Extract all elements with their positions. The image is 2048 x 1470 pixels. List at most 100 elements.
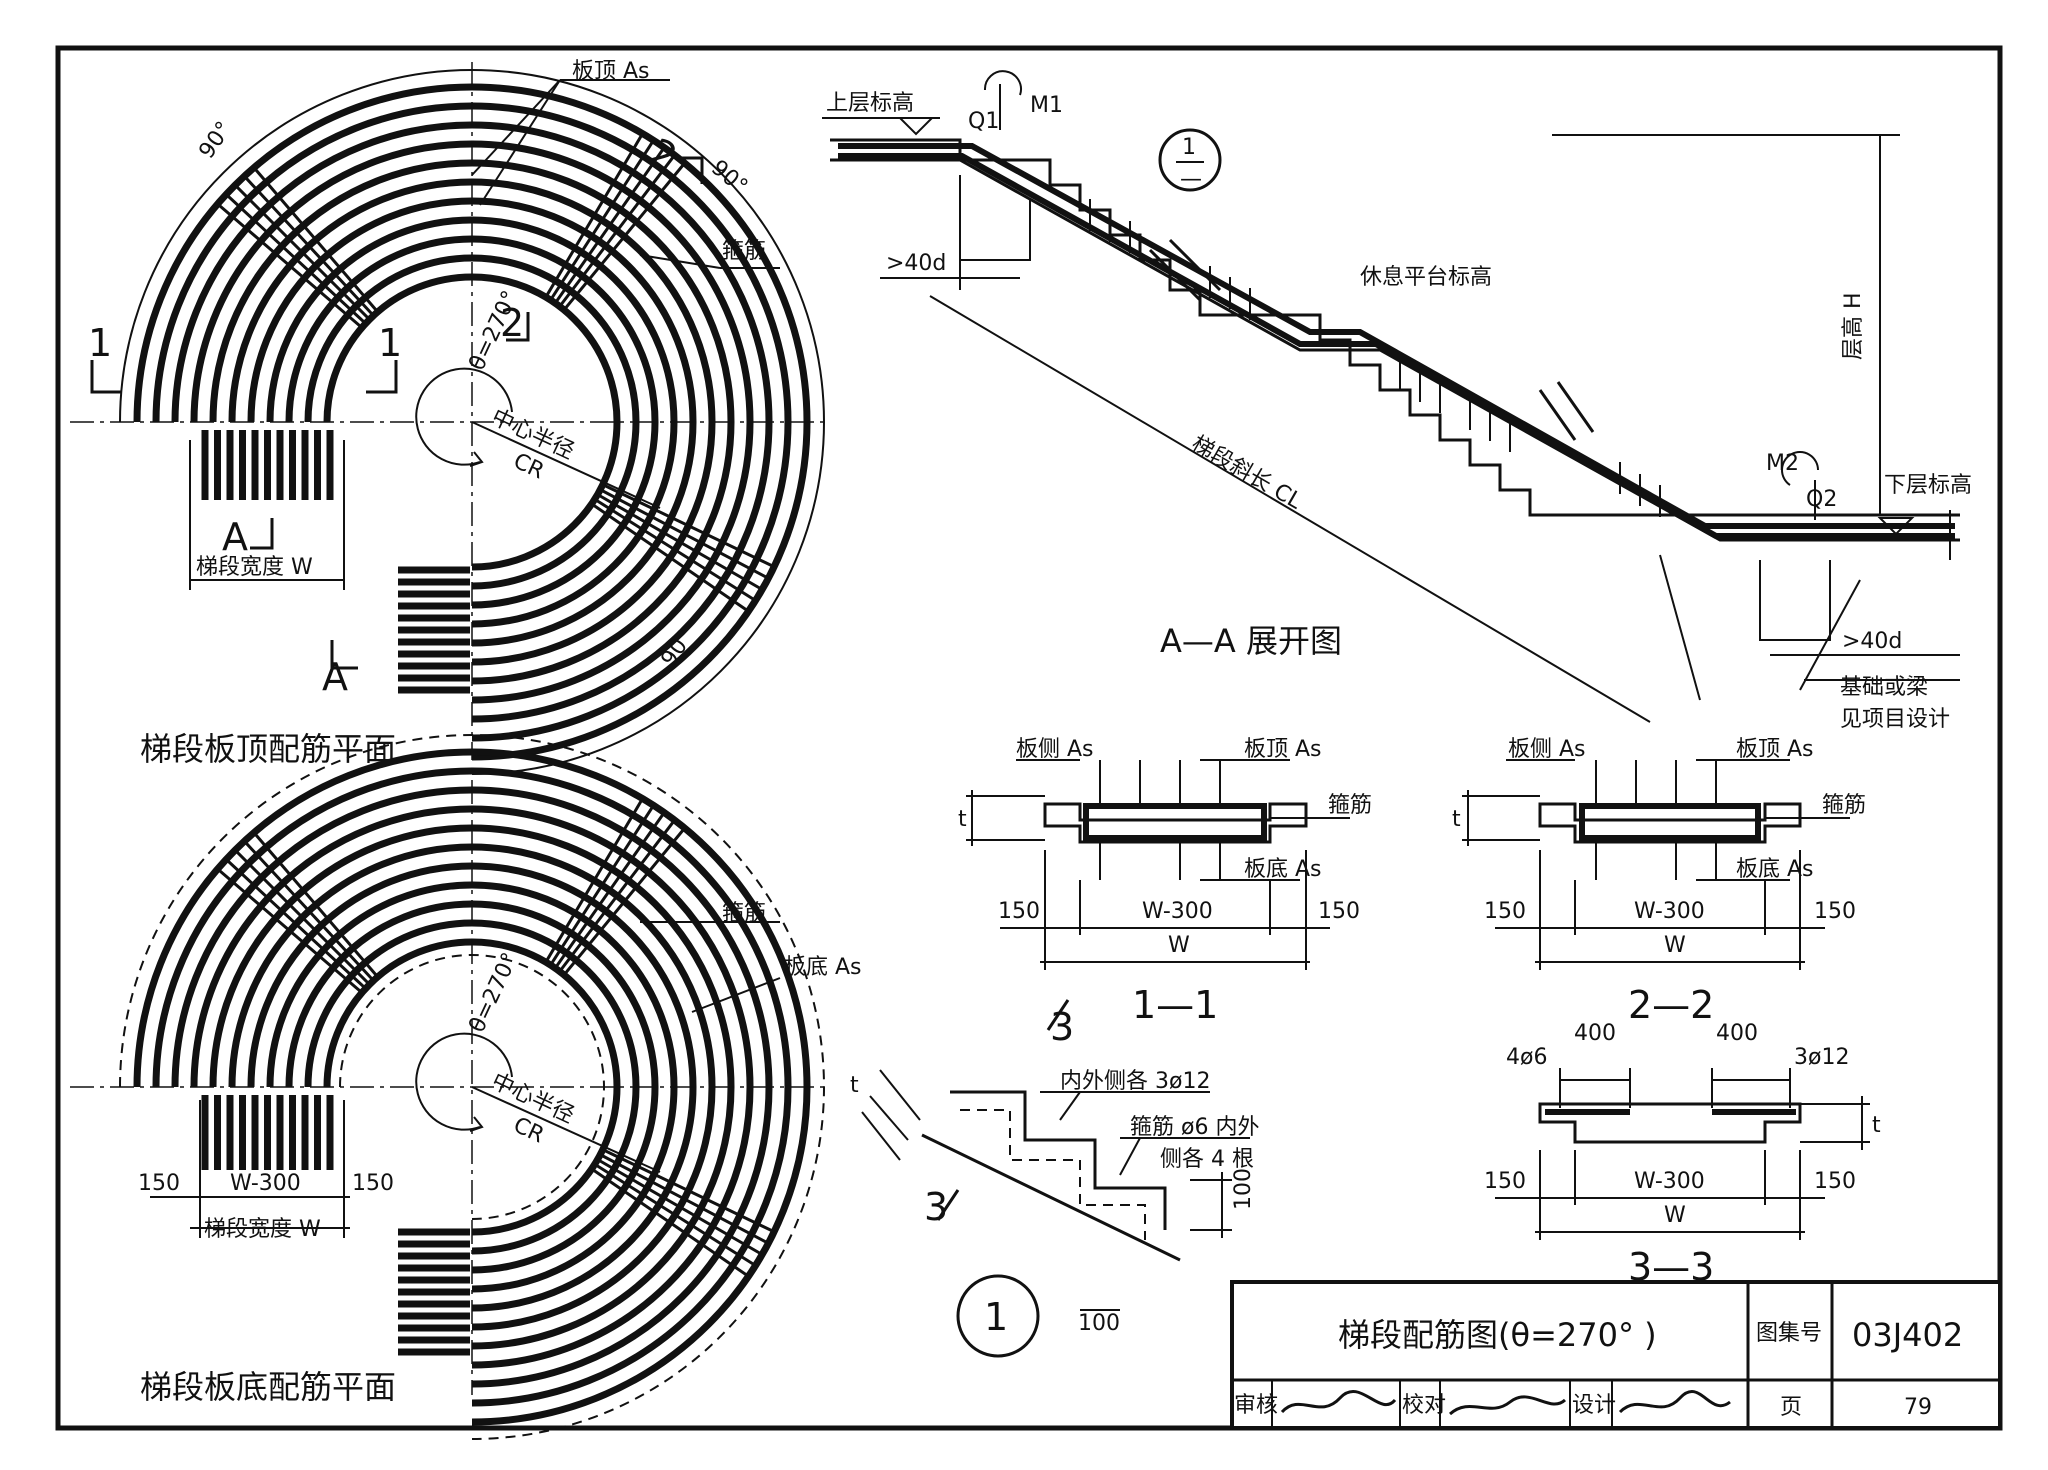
- label-foundation: 基础或梁: [1840, 675, 1928, 700]
- mark-a-upper: A: [222, 515, 248, 559]
- detail-ref-bottom: —: [1180, 167, 1202, 192]
- label-bottom-as: 板底 As: [784, 955, 862, 980]
- label-theta-bottom: θ=270°: [465, 949, 524, 1037]
- mark-a-lower: A: [322, 655, 348, 699]
- rebar-ring: [171, 786, 773, 1388]
- stirrup-bar: [593, 497, 757, 602]
- stirrup-bar: [216, 202, 363, 329]
- label-stirrup-bottom: 箍筋: [722, 901, 766, 926]
- section-3-3: 4ø6 400 400 3ø12 t 150 W-300 150 W 3—3: [1484, 1021, 1881, 1289]
- elevation-aa: 上层标高 Q1 M1 >40d 休息平台标高 梯段斜长 CL 层高 H M2 Q…: [822, 70, 1972, 732]
- label-22-top: 板顶 As: [1736, 737, 1814, 762]
- label-33-right-bars: 3ø12: [1794, 1045, 1849, 1070]
- stirrup-bar: [558, 819, 676, 973]
- plan-top-reinforcement: 板顶 As 箍筋 90° 90° 90° θ=270° 中心半径 CR 1 1 …: [70, 59, 830, 775]
- label-m2: M2: [1766, 451, 1799, 476]
- stirrup-bar: [252, 166, 379, 313]
- label-q1: Q1: [968, 109, 999, 134]
- label-see-project: 见项目设计: [1840, 707, 1950, 732]
- label-stirrup: 箍筋: [722, 239, 766, 264]
- stirrup-bar: [234, 849, 371, 986]
- label-q2: Q2: [1806, 487, 1837, 512]
- dim-w300: W-300: [230, 1171, 301, 1196]
- page-number: 79: [1904, 1395, 1932, 1420]
- review-label: 审核: [1234, 1393, 1278, 1418]
- dim-22-150a: 150: [1484, 899, 1526, 924]
- label-upper-level: 上层标高: [826, 91, 914, 116]
- stirrup-bar: [562, 162, 686, 311]
- stirrup-bar: [596, 493, 763, 591]
- dim-11-150a: 150: [998, 899, 1040, 924]
- drawing-title: 梯段配筋图(θ=270° ): [1338, 1316, 1657, 1354]
- label-11-stirrup: 箍筋: [1328, 793, 1372, 818]
- elevation-title: A—A 展开图: [1160, 622, 1342, 660]
- label-slope-length: 梯段斜长 CL: [1187, 432, 1306, 515]
- label-22-side: 板侧 As: [1508, 737, 1586, 762]
- rebar-ring: [133, 83, 811, 761]
- detail-1-dim-v: 100: [1231, 1168, 1256, 1210]
- rebar-ring: [133, 748, 811, 1426]
- stirrup-bar: [602, 1148, 775, 1234]
- label-22-bottom: 板底 As: [1736, 857, 1814, 882]
- detail-1-number: 1: [984, 1295, 1008, 1339]
- detail-1-mark-bottom: 3: [924, 1185, 948, 1229]
- stirrup-bar: [558, 154, 676, 308]
- detail-ref-top: 1: [1182, 135, 1196, 160]
- stirrup-bar: [544, 132, 644, 298]
- rebar-ring: [152, 102, 792, 742]
- stirrup-bar: [590, 1167, 750, 1278]
- stirrup-bar: [549, 804, 655, 966]
- detail-1: 3 3 t 内外侧各 3ø12 箍筋 ø6 内外 侧各 4 根 100 100 …: [850, 999, 1259, 1358]
- stirrup-bar: [243, 175, 375, 317]
- stirrup-bar: [225, 193, 367, 325]
- design-label: 设计: [1572, 1393, 1616, 1418]
- label-33-t: t: [1872, 1113, 1881, 1138]
- detail-1-mark-top: 3: [1050, 1005, 1074, 1049]
- dim-11-w: W: [1168, 933, 1190, 958]
- label-anchor-top: >40d: [886, 251, 946, 276]
- label-anchor-bottom: >40d: [1842, 629, 1902, 654]
- label-width-bottom: 梯段宽度 W: [204, 1217, 321, 1242]
- label-22-stirrup: 箍筋: [1822, 793, 1866, 818]
- stirrup-bar: [216, 867, 363, 994]
- stirrup-bar: [243, 840, 375, 982]
- mark-2-bottom: 2: [500, 301, 524, 345]
- dim-11-150b: 150: [1318, 899, 1360, 924]
- stirrup-bar: [549, 139, 655, 301]
- stirrup-bar: [225, 858, 367, 990]
- label-33-left-bars: 4ø6: [1506, 1045, 1547, 1070]
- stirrup-bar: [252, 831, 379, 978]
- label-width-top: 梯段宽度 W: [196, 555, 313, 580]
- dim-33-w300: W-300: [1634, 1169, 1705, 1194]
- detail-1-note-1: 内外侧各 3ø12: [1060, 1069, 1210, 1094]
- label-angle-1: 90°: [194, 117, 237, 163]
- label-22-t: t: [1452, 807, 1461, 832]
- section-22-title: 2—2: [1628, 983, 1714, 1027]
- stirrup-bar: [234, 184, 371, 321]
- section-2-2: 板侧 As 板顶 As 箍筋 板底 As t 150 W-300 150 W 2…: [1452, 737, 1866, 1027]
- check-label: 校对: [1402, 1393, 1446, 1418]
- section-11-title: 1—1: [1132, 983, 1218, 1027]
- page-label: 页: [1780, 1395, 1802, 1420]
- rebar-ring: [323, 938, 621, 1236]
- detail-1-t: t: [850, 1073, 859, 1098]
- dim-22-w300: W-300: [1634, 899, 1705, 924]
- plan-bottom-reinforcement: 150 W-300 150 梯段宽度 W 箍筋 板底 As θ=270° 中心半…: [70, 734, 862, 1440]
- title-block: 梯段配筋图(θ=270° ) 图集号 03J402 审核 校对 设计 页 79: [1230, 1280, 2002, 1430]
- label-11-t: t: [958, 807, 967, 832]
- dim-11-w300: W-300: [1142, 899, 1213, 924]
- stirrup-bar: [593, 1162, 757, 1267]
- stirrup-bar: [602, 483, 775, 569]
- plan-bottom-title: 梯段板底配筋平面: [140, 1368, 396, 1406]
- stirrup-bar: [599, 1153, 770, 1245]
- mark-1-left: 1: [88, 321, 112, 365]
- label-11-side: 板侧 As: [1016, 737, 1094, 762]
- rebar-ring: [152, 767, 792, 1407]
- plan-top-title: 梯段板顶配筋平面: [140, 730, 396, 768]
- atlas-number: 03J402: [1852, 1316, 1963, 1354]
- dim-150-right: 150: [352, 1171, 394, 1196]
- stirrup-bar: [599, 488, 770, 580]
- dim-33-w: W: [1664, 1203, 1686, 1228]
- rebar-ring: [323, 273, 621, 571]
